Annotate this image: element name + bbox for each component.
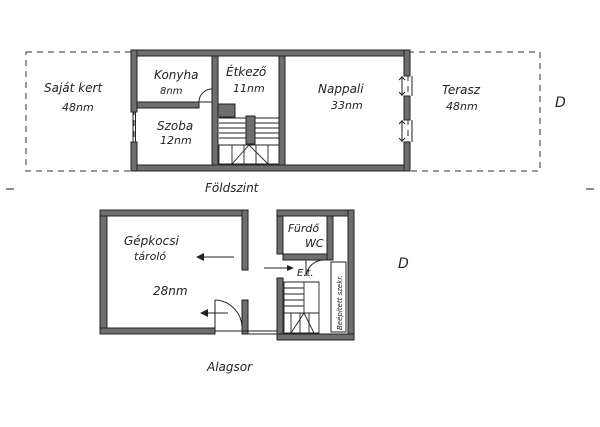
ground-orientation-mark: D: [555, 95, 566, 111]
bathroom-wall-right: [326, 215, 334, 261]
kitchen-door: [198, 88, 213, 103]
living-area: 33nm: [331, 99, 363, 112]
service-wall-left-lower: [276, 277, 284, 341]
wall-kitchen-dining: [211, 55, 219, 166]
service-wall-top: [276, 209, 355, 217]
service-wall-left: [276, 209, 284, 255]
garage-wall-left: [99, 209, 108, 335]
ground-staircase: [218, 117, 280, 165]
garage-arrows: [196, 253, 234, 317]
bathroom-label-1: Fürdő: [288, 222, 319, 235]
terrace-door: [398, 76, 413, 142]
built-in-cabinet: [330, 261, 347, 333]
dining-label: Étkező: [226, 64, 267, 79]
garage-wall-right-lower: [241, 299, 249, 335]
wall-top: [130, 49, 411, 57]
wall-dining-living: [278, 55, 286, 166]
garage-door: [214, 299, 243, 329]
basement-plan: Beépített szekr. Gépkocsi tároló 28nm Fü…: [99, 209, 409, 374]
wall-kitchen-room: [136, 101, 200, 109]
bathroom-label-2: WC: [305, 237, 324, 250]
basement-orientation-mark: D: [398, 256, 409, 272]
garage-wall-right-upper: [241, 209, 249, 271]
wall-right-lower: [403, 141, 411, 172]
basement-staircase: [283, 281, 320, 334]
basement-title: Alagsor: [206, 360, 253, 374]
room-label: Szoba: [157, 119, 193, 133]
wall-bottom: [130, 164, 411, 172]
entry-label: E.t.: [297, 268, 314, 279]
living-label: Nappali: [318, 82, 364, 96]
wall-dining-stair: [217, 103, 236, 118]
garden-label: Saját kert: [44, 81, 103, 95]
garage-label-1: Gépkocsi: [124, 234, 179, 248]
wall-left-upper: [130, 49, 138, 113]
cabinet-label: Beépített szekr.: [336, 275, 344, 330]
garden-area: 48nm: [62, 101, 94, 114]
entry-arrowhead: [287, 265, 294, 271]
kitchen-label: Konyha: [154, 68, 198, 82]
garage-wall-bottom: [99, 327, 216, 335]
wall-left-lower: [130, 141, 138, 172]
bathroom-door: [305, 259, 325, 277]
wall-right-upper: [403, 49, 411, 77]
ground-floor-title: Földszint: [205, 181, 260, 195]
garage-wall-top: [99, 209, 249, 217]
terrace-area: 48nm: [446, 100, 478, 113]
wall-right-mid: [403, 95, 411, 121]
service-wall-right: [347, 209, 355, 341]
bathroom-wall-bottom: [282, 253, 328, 261]
room-area: 12nm: [160, 134, 192, 147]
garage-label-2: tároló: [134, 250, 166, 263]
dining-area: 11nm: [233, 82, 265, 95]
wall-stair-divider: [245, 115, 256, 145]
kitchen-area: 8nm: [160, 86, 183, 97]
terrace-label: Terasz: [442, 83, 481, 97]
ground-floor-plan: Saját kert 48nm Konyha 8nm Étkező 11nm S…: [25, 49, 566, 195]
service-wall-bottom: [276, 333, 355, 341]
garage-area: 28nm: [153, 284, 188, 298]
